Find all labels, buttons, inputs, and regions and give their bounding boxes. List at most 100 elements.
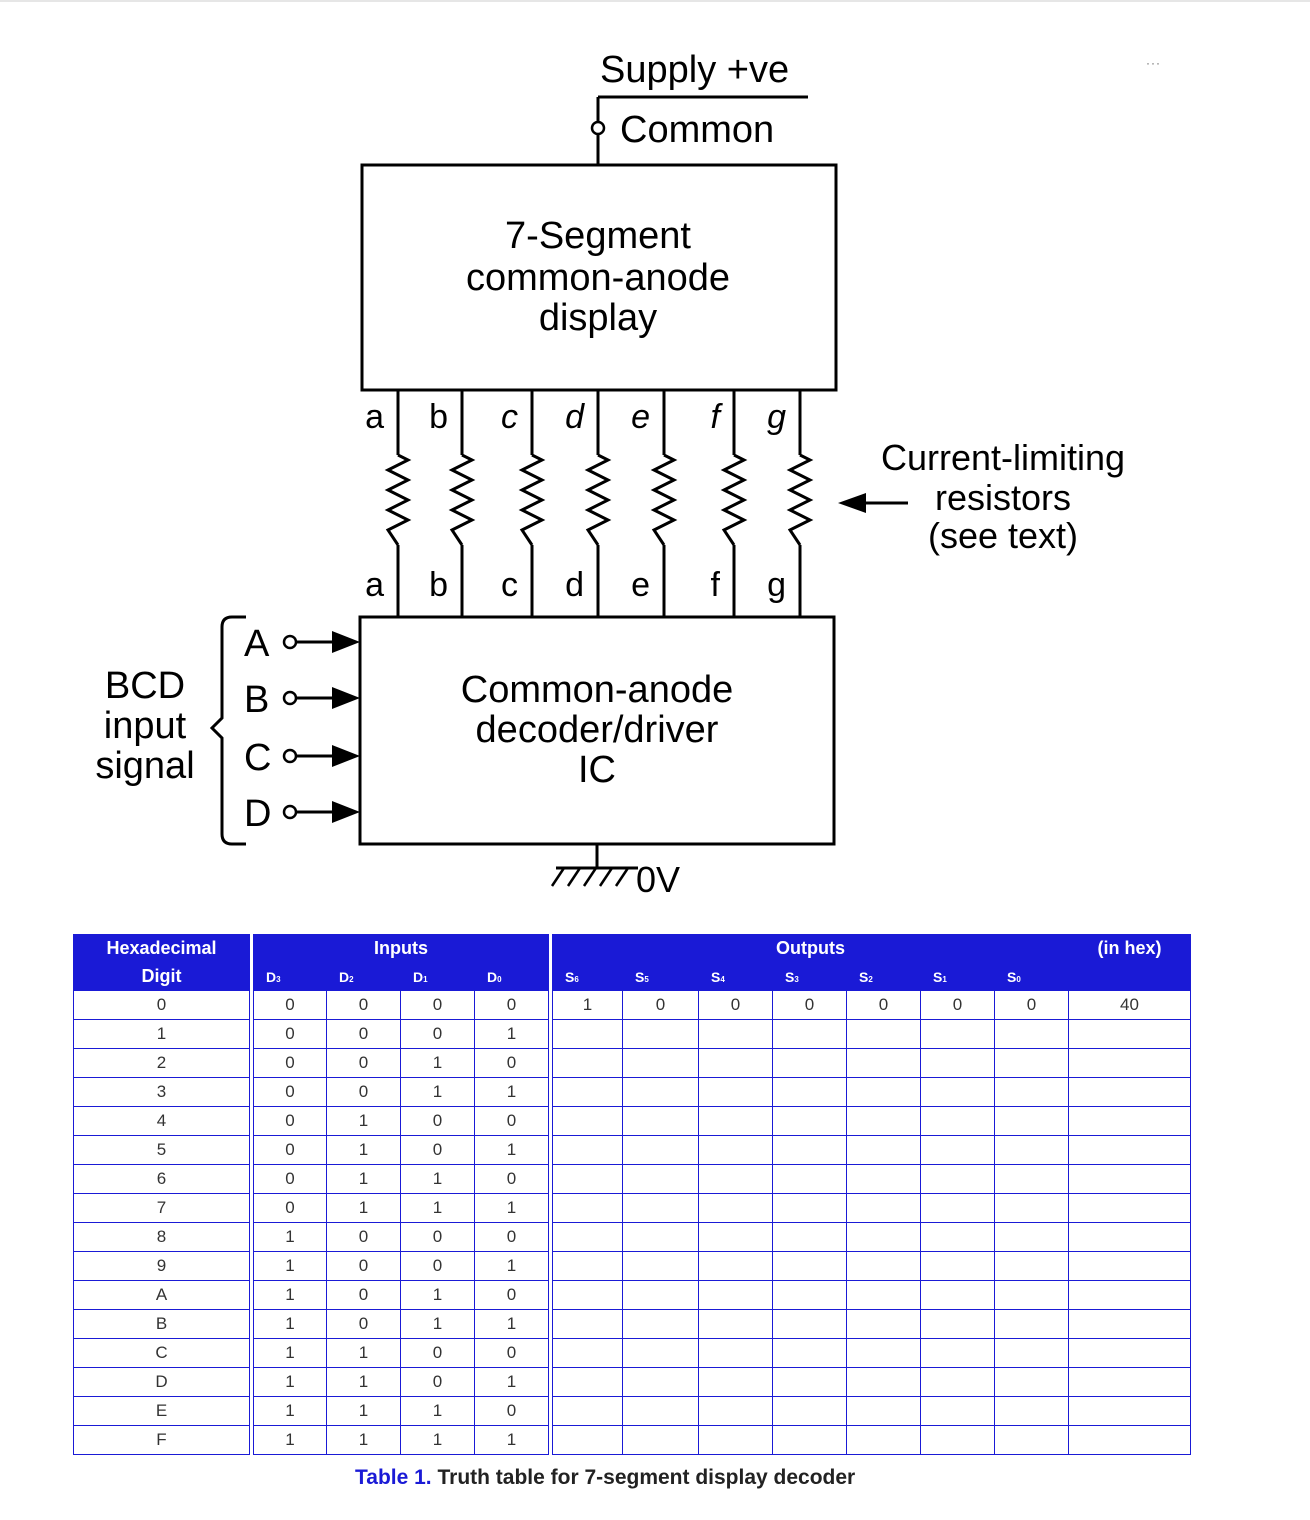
input-cell: 1 <box>474 1367 549 1397</box>
output-cell <box>994 1106 1069 1136</box>
inputs-header: Inputs <box>253 934 549 963</box>
output-cell <box>698 1135 773 1165</box>
hex-value-cell <box>1068 1338 1191 1368</box>
input-arrow-icon <box>332 631 360 653</box>
bcd-brace <box>209 615 246 846</box>
outputs-header: Outputs <box>552 934 1069 963</box>
input-cell: 0 <box>474 1106 549 1136</box>
output-cell <box>994 1309 1069 1339</box>
output-cell <box>994 1048 1069 1078</box>
output-cell <box>772 1425 847 1455</box>
segment-label-top: g <box>767 398 786 436</box>
output-cell <box>622 1396 699 1426</box>
output-cell <box>920 1193 995 1223</box>
output-cell <box>920 1048 995 1078</box>
input-cell: 0 <box>253 1048 327 1078</box>
resistor-icon <box>584 453 612 546</box>
output-subheader: S2 <box>846 962 921 991</box>
resistor-icon <box>448 453 476 546</box>
output-cell: 0 <box>698 990 773 1020</box>
output-cell <box>622 1309 699 1339</box>
output-cell <box>846 1425 921 1455</box>
hex-value-cell: 40 <box>1068 990 1191 1020</box>
input-cell: 1 <box>474 1135 549 1165</box>
resistor-icon <box>384 453 412 546</box>
caption-number: Table 1. <box>355 1466 432 1489</box>
input-cell: 0 <box>400 1019 475 1049</box>
input-cell: 1 <box>400 1396 475 1426</box>
output-cell <box>846 1309 921 1339</box>
truth-table: Hexadecimal Inputs Outputs (in hex) Digi… <box>73 934 1191 1455</box>
output-cell <box>698 1309 773 1339</box>
input-cell: 0 <box>400 990 475 1020</box>
output-cell <box>920 1396 995 1426</box>
output-cell <box>846 1106 921 1136</box>
bcd-input-label: B <box>244 679 269 721</box>
output-cell <box>994 1396 1069 1426</box>
output-cell <box>552 1338 623 1368</box>
hex-value-cell <box>1068 1425 1191 1455</box>
input-cell: 0 <box>474 1396 549 1426</box>
segment-label-top: a <box>365 398 384 436</box>
bcd-input-label: A <box>244 623 270 665</box>
decoder-box <box>358 615 836 846</box>
output-cell <box>622 1280 699 1310</box>
output-cell <box>846 1251 921 1281</box>
input-cell: 1 <box>474 1309 549 1339</box>
input-cell: 0 <box>474 1338 549 1368</box>
input-cell: 0 <box>474 1048 549 1078</box>
output-cell <box>994 1077 1069 1107</box>
input-cell: 0 <box>253 1135 327 1165</box>
resistor-icon <box>786 453 814 546</box>
output-cell <box>622 1019 699 1049</box>
output-cell <box>552 1251 623 1281</box>
segment-label-bottom: e <box>631 566 650 604</box>
input-cell: 1 <box>400 1280 475 1310</box>
output-cell <box>552 1425 623 1455</box>
output-cell <box>772 1135 847 1165</box>
input-subheader: D1 <box>400 962 475 991</box>
input-cell: 0 <box>400 1106 475 1136</box>
input-cell: 1 <box>400 1077 475 1107</box>
output-cell <box>698 1338 773 1368</box>
input-cell: 0 <box>253 1106 327 1136</box>
input-cell: 1 <box>253 1251 327 1281</box>
output-cell <box>846 1280 921 1310</box>
output-cell <box>920 1309 995 1339</box>
display-box <box>360 163 838 392</box>
output-cell <box>772 1077 847 1107</box>
input-subheader: D3 <box>253 962 327 991</box>
output-cell <box>698 1425 773 1455</box>
output-cell <box>552 1222 623 1252</box>
input-cell: 0 <box>400 1367 475 1397</box>
output-cell <box>552 1280 623 1310</box>
output-subheader: S1 <box>920 962 995 991</box>
bcd-label-line2: input <box>104 705 187 747</box>
output-cell: 0 <box>920 990 995 1020</box>
output-cell <box>920 1367 995 1397</box>
hex-digit-cell: 7 <box>73 1193 250 1223</box>
ground-icon <box>550 867 630 887</box>
top-border <box>0 0 1310 2</box>
input-terminal-icon <box>282 804 298 820</box>
segment-label-top: b <box>429 398 448 436</box>
output-cell <box>994 1338 1069 1368</box>
hex-value-cell <box>1068 1077 1191 1107</box>
output-cell: 0 <box>622 990 699 1020</box>
hex-value-cell <box>1068 1251 1191 1281</box>
input-cell: 1 <box>474 1425 549 1455</box>
more-icon[interactable]: ··· <box>1146 56 1161 70</box>
segment-label-bottom: f <box>711 566 721 604</box>
output-cell <box>920 1164 995 1194</box>
hex-digit-cell: 2 <box>73 1048 250 1078</box>
input-cell: 0 <box>326 990 401 1020</box>
output-cell <box>994 1019 1069 1049</box>
hex-value-cell <box>1068 1048 1191 1078</box>
output-cell <box>622 1425 699 1455</box>
output-cell <box>994 1164 1069 1194</box>
